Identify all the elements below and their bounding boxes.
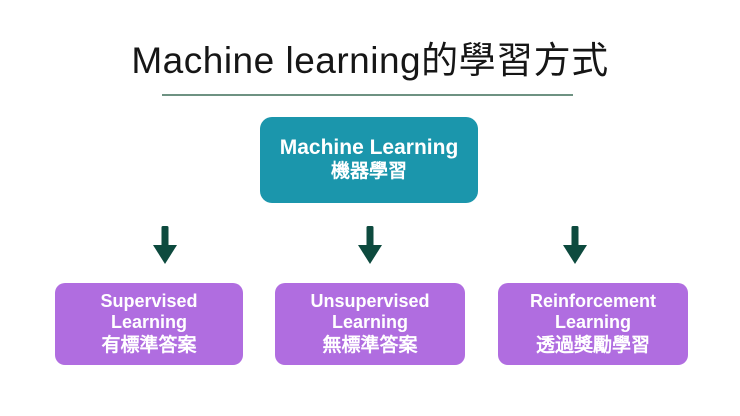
diagram-node-machine-learning: Machine Learning 機器學習 (260, 117, 478, 203)
child-node-label-en-line1: Reinforcement (529, 291, 657, 312)
title-divider-line (162, 94, 573, 96)
diagram-node-unsupervised-learning: Unsupervised Learning 無標準答案 (275, 283, 465, 365)
child-node-label-en-line1: Supervised (100, 291, 198, 312)
child-node-label-zh: 有標準答案 (101, 334, 197, 356)
diagram-node-reinforcement-learning: Reinforcement Learning 透過獎勵學習 (498, 283, 688, 365)
child-node-label-zh: 透過獎勵學習 (535, 334, 650, 356)
child-node-label-zh: 無標準答案 (322, 334, 418, 356)
root-node-label-zh: 機器學習 (330, 161, 407, 183)
page-title: Machine learning的學習方式 (131, 40, 609, 81)
down-arrow-icon (563, 226, 587, 264)
child-node-label-en-line2: Learning (110, 311, 187, 332)
root-node-label-en: Machine Learning (279, 136, 459, 160)
child-node-label-en-line1: Unsupervised (310, 291, 430, 312)
down-arrow-icon (358, 226, 382, 264)
diagram-node-supervised-learning: Supervised Learning 有標準答案 (55, 283, 243, 365)
child-node-label-en-line2: Learning (554, 311, 631, 332)
down-arrow-icon (153, 226, 177, 264)
child-node-label-en-line2: Learning (331, 311, 408, 332)
